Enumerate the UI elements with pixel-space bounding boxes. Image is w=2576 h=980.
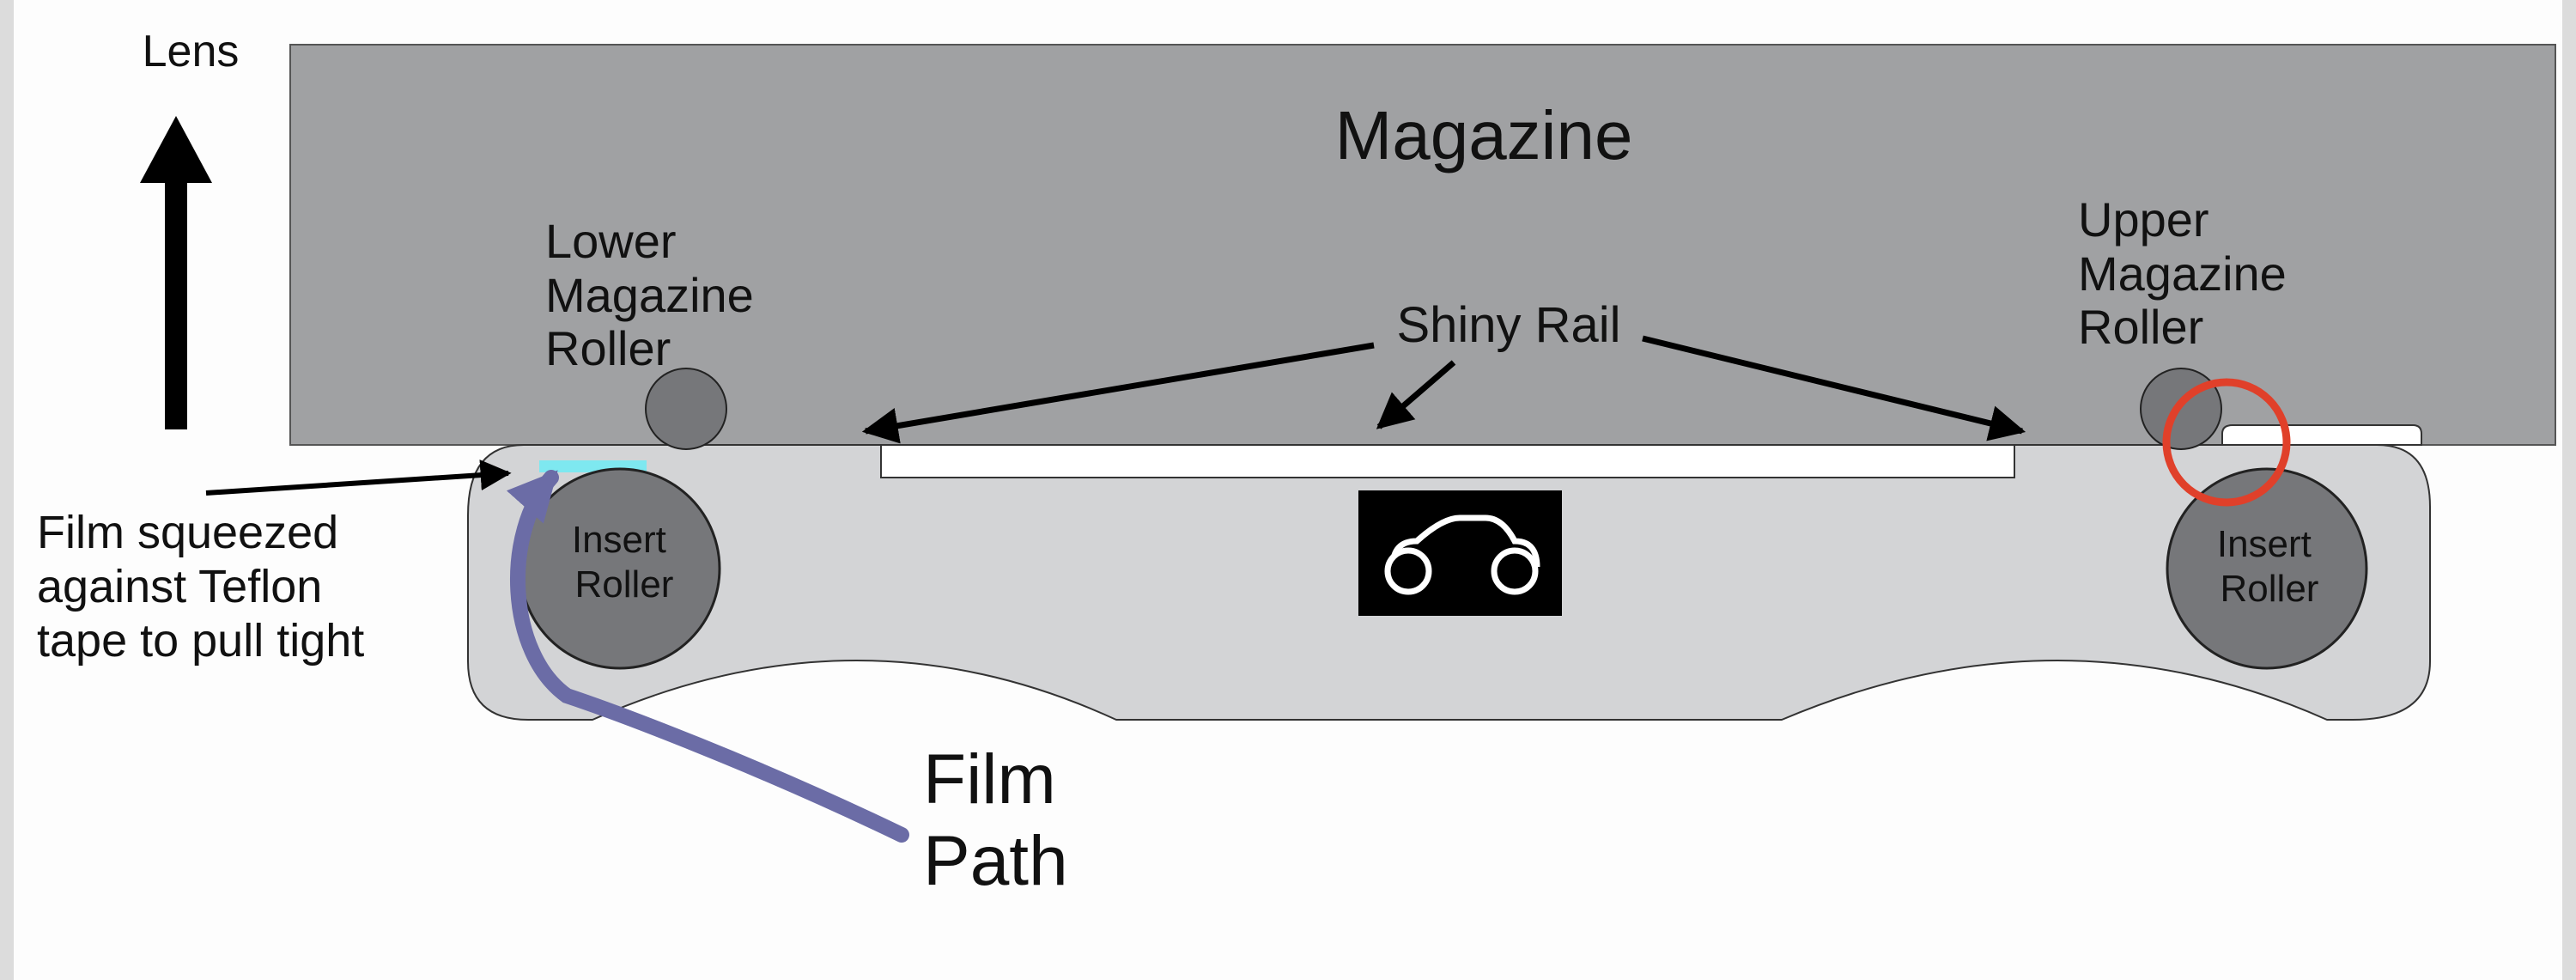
film-loop-icon	[1358, 490, 1562, 616]
lower-magazine-roller	[645, 368, 727, 450]
rail-arrow-left	[861, 342, 1375, 444]
film-path-label: Film Path	[923, 740, 1076, 900]
squeeze-note: Film squeezed against Teflon tape to pul…	[37, 507, 364, 667]
shiny-rail	[880, 444, 2015, 478]
insert-roller-right	[2166, 467, 2368, 670]
up-arrow-icon	[140, 116, 212, 429]
insert-roller-right-label: Insert Roller	[2217, 523, 2322, 610]
highlight-circle	[2162, 378, 2291, 507]
right-slot	[2221, 424, 2422, 446]
magazine-label: Magazine	[1335, 97, 1633, 173]
rail-arrow-center	[1376, 360, 1456, 429]
insert-roller-left-label: Insert Roller	[572, 519, 677, 606]
right-margin-bar	[2562, 0, 2576, 980]
squeeze-arrow	[205, 460, 512, 496]
left-margin-bar	[0, 0, 14, 980]
film-path-line	[506, 470, 909, 843]
shiny-rail-label: Shiny Rail	[1396, 297, 1620, 353]
upper-magazine-roller-label: Upper Magazine Roller	[2078, 192, 2300, 354]
rail-arrow-right	[1642, 335, 2026, 441]
lens-label: Lens	[143, 27, 240, 76]
lower-magazine-roller-label: Lower Magazine Roller	[545, 214, 767, 375]
